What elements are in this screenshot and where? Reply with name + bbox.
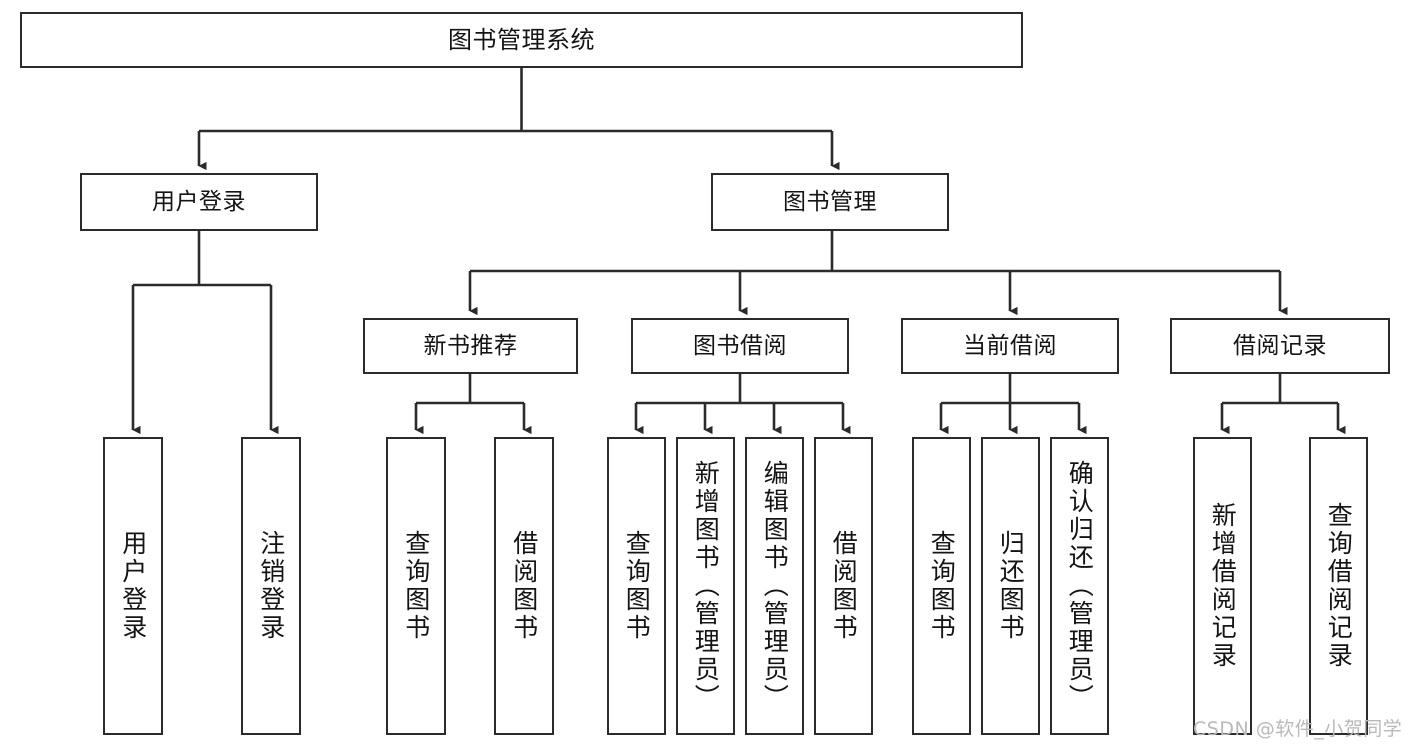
leaf-new-book-borrow[interactable]: 借阅图书: [494, 437, 554, 735]
node-label: 归还图书: [996, 530, 1026, 642]
node-book-borrowing[interactable]: 图书借阅: [631, 318, 849, 374]
node-label: 新增借阅记录: [1208, 502, 1238, 670]
node-label: 编辑图书（管理员）: [760, 460, 790, 712]
node-label: 新书推荐: [423, 332, 518, 359]
node-root-library-management-system[interactable]: 图书管理系统: [20, 12, 1023, 68]
node-label: 用户登录: [152, 188, 246, 215]
leaf-borrow-borrow-book[interactable]: 借阅图书: [814, 437, 873, 735]
leaf-new-book-query[interactable]: 查询图书: [386, 437, 446, 735]
node-borrowing-record[interactable]: 借阅记录: [1170, 318, 1390, 374]
leaf-borrow-edit-book-admin[interactable]: 编辑图书（管理员）: [745, 437, 804, 735]
node-label: 当前借阅: [963, 332, 1057, 359]
node-label: 借阅图书: [509, 530, 539, 642]
leaf-current-return-book[interactable]: 归还图书: [981, 437, 1040, 735]
node-label: 借阅图书: [829, 530, 859, 642]
leaf-user-login-signout[interactable]: 注销登录: [241, 437, 301, 735]
node-label: 查询图书: [927, 530, 957, 642]
node-user-login[interactable]: 用户登录: [80, 173, 318, 231]
leaf-current-query-book[interactable]: 查询图书: [912, 437, 971, 735]
node-label: 图书管理: [783, 188, 877, 215]
node-book-management[interactable]: 图书管理: [711, 173, 949, 231]
node-label: 用户登录: [118, 530, 148, 642]
node-label: 图书借阅: [693, 332, 787, 359]
csdn-watermark: CSDN @软件_小贺同学: [1193, 718, 1403, 740]
node-label: 注销登录: [256, 530, 286, 642]
leaf-user-login-signin[interactable]: 用户登录: [103, 437, 163, 735]
node-label: 查询图书: [622, 530, 652, 642]
leaf-record-query-borrow-record[interactable]: 查询借阅记录: [1309, 437, 1368, 735]
leaf-record-add-borrow-record[interactable]: 新增借阅记录: [1193, 437, 1252, 735]
node-label: 确认归还（管理员）: [1065, 460, 1095, 712]
leaf-borrow-query-book[interactable]: 查询图书: [607, 437, 666, 735]
node-new-book-recommendation[interactable]: 新书推荐: [363, 318, 578, 374]
leaf-borrow-add-book-admin[interactable]: 新增图书（管理员）: [676, 437, 735, 735]
node-label: 图书管理系统: [448, 26, 595, 54]
leaf-current-confirm-return-admin[interactable]: 确认归还（管理员）: [1050, 437, 1109, 735]
node-label: 查询图书: [401, 530, 431, 642]
node-label: 查询借阅记录: [1324, 502, 1354, 670]
node-label: 新增图书（管理员）: [691, 460, 721, 712]
node-label: 借阅记录: [1233, 332, 1327, 359]
node-current-borrowing[interactable]: 当前借阅: [901, 318, 1119, 374]
